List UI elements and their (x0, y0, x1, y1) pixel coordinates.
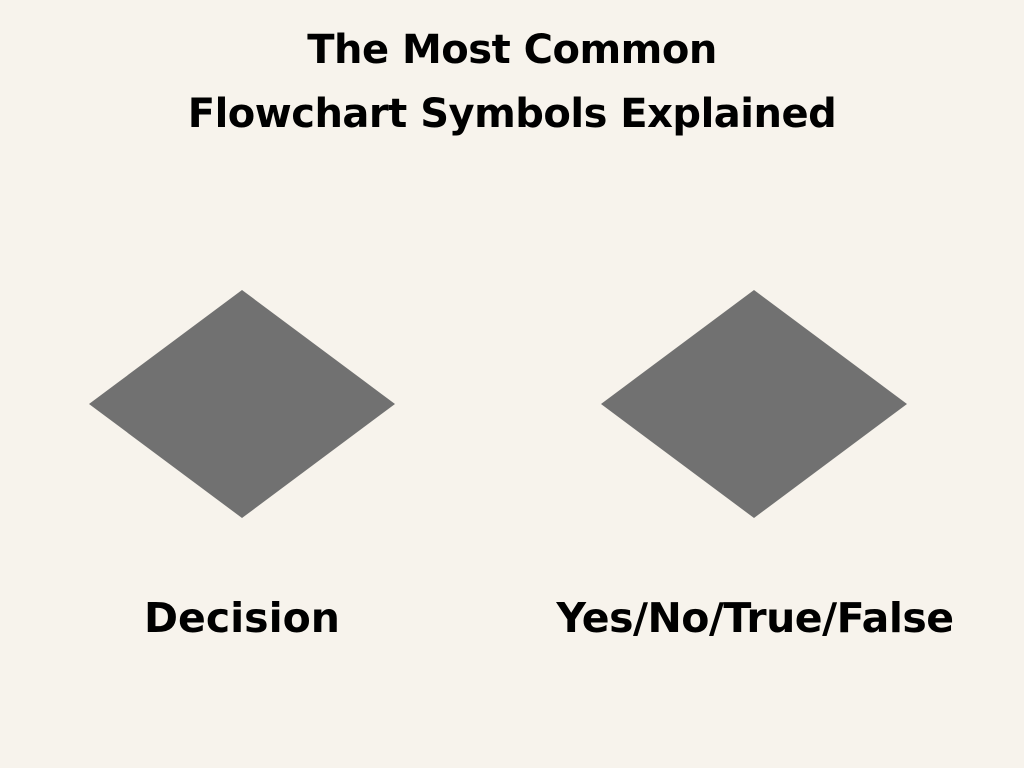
decision-diamond-icon (89, 290, 395, 518)
title-line-1: The Most Common (307, 27, 717, 73)
yes-no-diamond-icon (601, 290, 907, 518)
title-line-2: Flowchart Symbols Explained (187, 91, 837, 137)
yes-no-label: Yes/No/True/False (556, 594, 954, 642)
decision-label: Decision (143, 594, 340, 642)
